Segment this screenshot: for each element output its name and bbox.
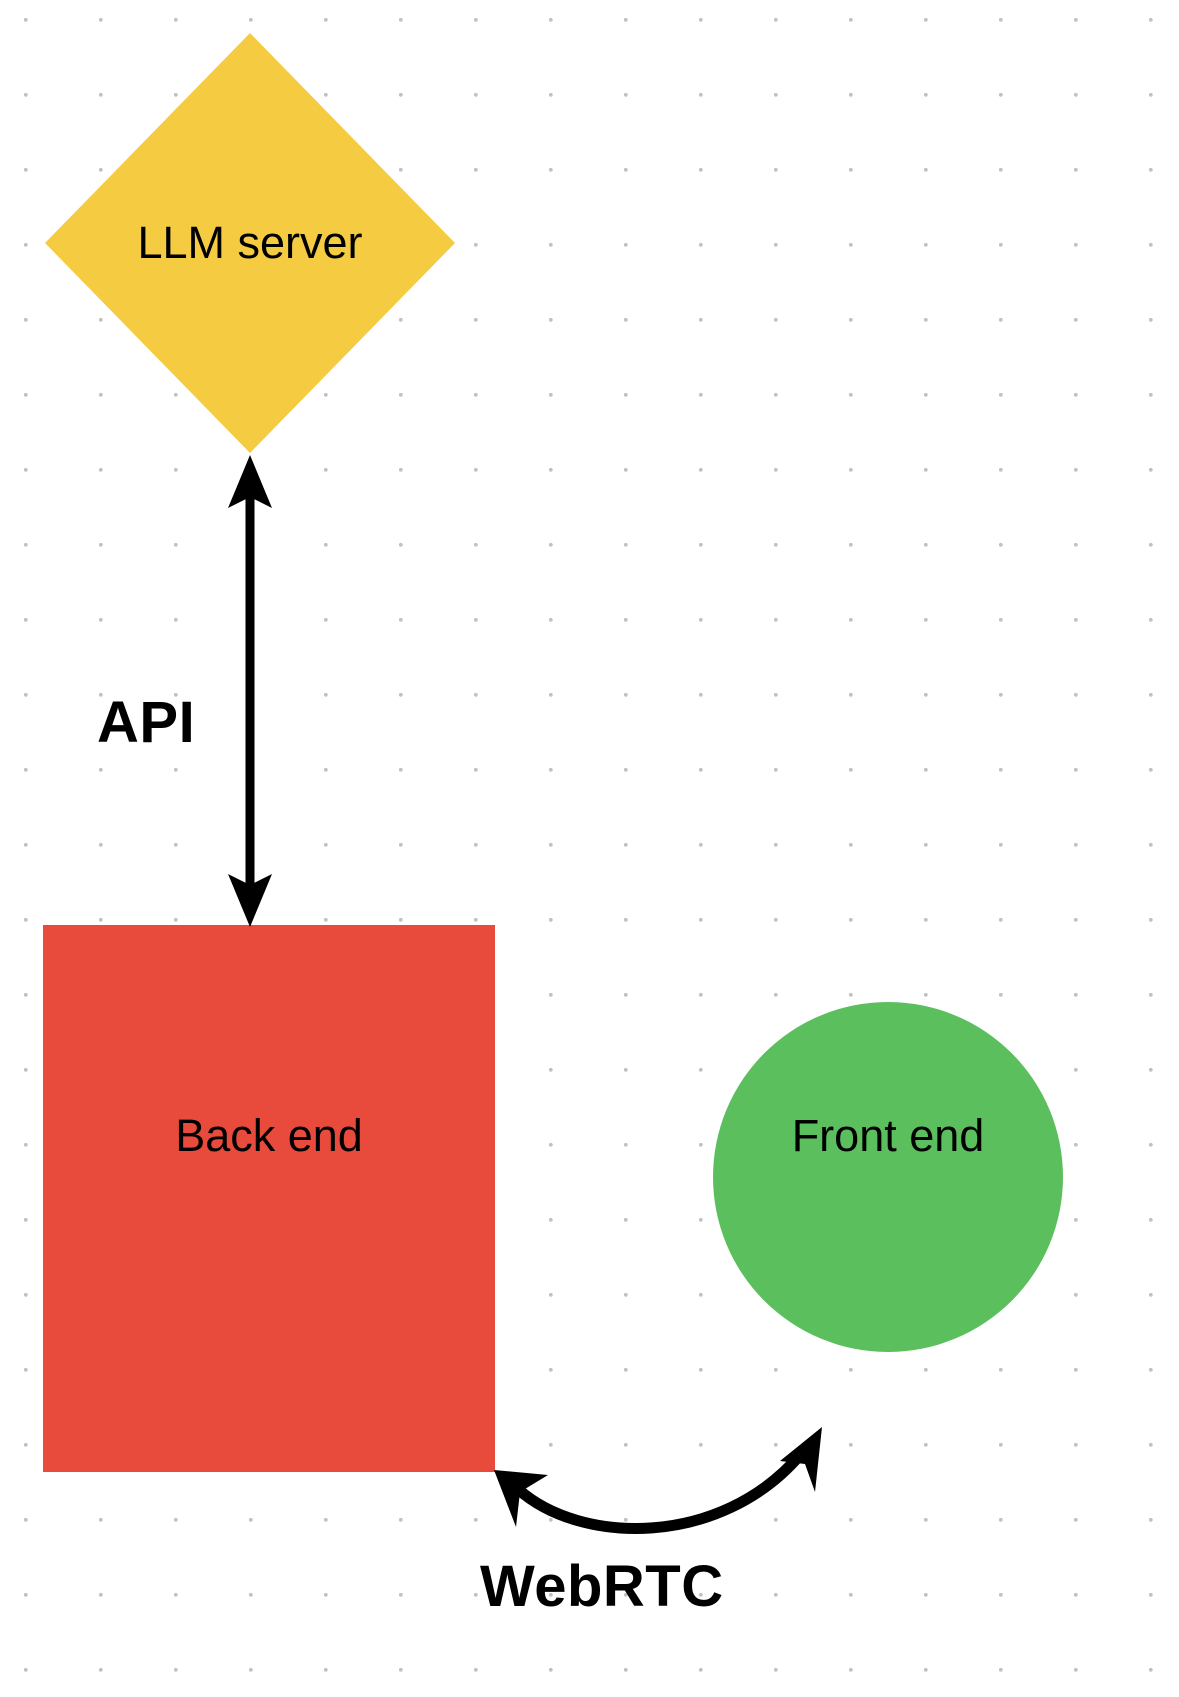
edge-label-webrtc: WebRTC xyxy=(480,1554,724,1619)
node-back-end[interactable] xyxy=(43,925,495,1472)
edge-webrtc-connector[interactable] xyxy=(494,1427,822,1534)
api-arrowhead-down xyxy=(228,874,272,927)
webrtc-edge-curve xyxy=(514,1451,805,1534)
edge-api-connector[interactable] xyxy=(228,455,272,927)
node-front-end[interactable] xyxy=(713,1002,1063,1352)
webrtc-arrowhead-right xyxy=(780,1427,822,1492)
webrtc-arrowhead-left xyxy=(494,1470,548,1527)
edge-label-api: API xyxy=(97,690,196,755)
api-arrowhead-up xyxy=(228,455,272,508)
node-llm-server[interactable] xyxy=(45,33,455,453)
